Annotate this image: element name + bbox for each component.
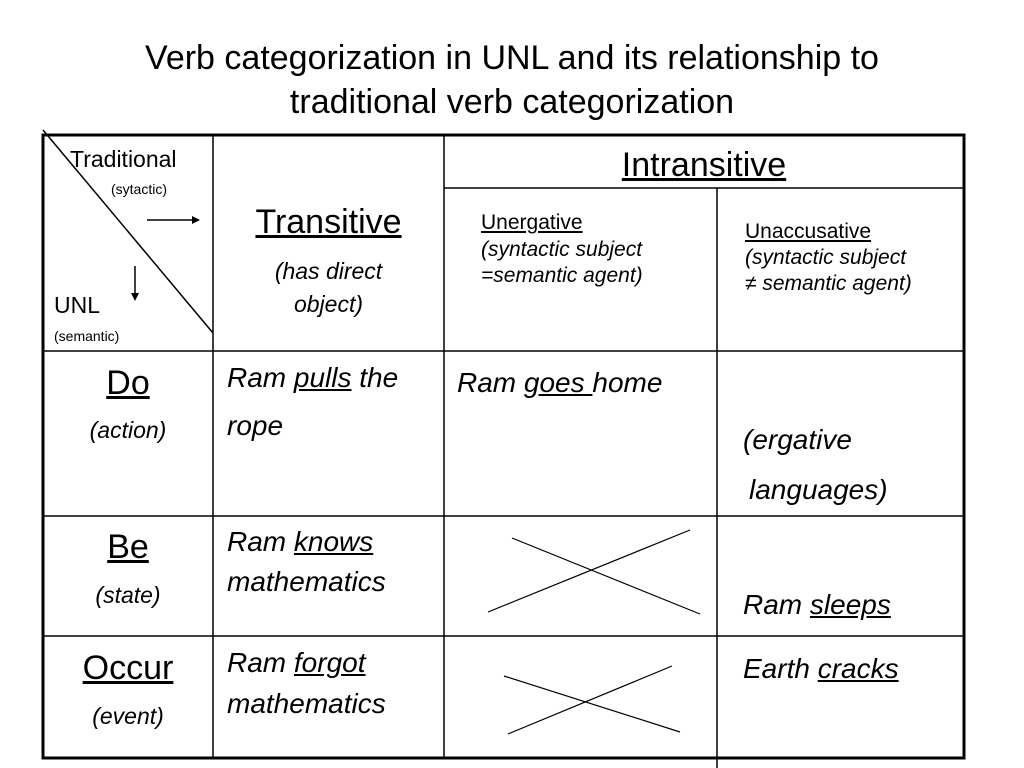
cross-mark-occur-unergative	[503, 665, 681, 735]
header-unergative-sub-2: =semantic agent)	[481, 264, 643, 287]
title-line-1: Verb categorization in UNL and its relat…	[145, 39, 879, 77]
occur-transitive-example-line2: mathematics	[227, 688, 386, 719]
do-unaccusative-note-1: (ergative	[743, 424, 852, 455]
occur-transitive-example: Ram forgot	[227, 647, 366, 678]
row-occur-name: Occur	[82, 649, 174, 687]
header-unaccusative: Unaccusative	[745, 220, 872, 243]
do-unergative-verb: goes	[523, 367, 593, 398]
do-transitive-example-line2: rope	[227, 410, 284, 441]
right-arrow-icon	[147, 216, 200, 224]
be-transitive-example: Ram knows	[227, 526, 374, 557]
be-unaccusative-example: Ram sleeps	[743, 589, 891, 620]
header-intransitive: Intransitive	[621, 146, 787, 184]
slide-title: Verb categorization in UNL and its relat…	[0, 36, 1024, 124]
do-unaccusative-note-2: languages)	[749, 474, 888, 505]
header-transitive: Transitive	[255, 203, 402, 241]
header-unergative: Unergative	[481, 211, 583, 234]
corner-unl-sub: (semantic)	[54, 328, 120, 344]
header-unergative-sub-1: (syntactic subject	[481, 238, 643, 261]
corner-diagonal	[42, 129, 214, 334]
row-do-sub: (action)	[89, 417, 167, 443]
row-do-name: Do	[106, 364, 150, 402]
title-line-2: traditional verb categorization	[289, 83, 735, 121]
do-transitive-verb: pulls	[293, 362, 352, 393]
occur-unaccusative-verb: cracks	[817, 653, 899, 684]
header-unaccusative-sub-1: (syntactic subject	[745, 246, 907, 269]
corner-traditional-label: Traditional	[70, 146, 177, 172]
be-unaccusative-verb: sleeps	[809, 589, 891, 620]
corner-unl-label: UNL	[54, 292, 101, 318]
do-unergative-example: Ram goes home	[457, 367, 663, 398]
cross-mark-be-unergative	[487, 529, 701, 615]
occur-transitive-verb: forgot	[293, 647, 366, 678]
header-unaccusative-sub-2: ≠ semantic agent)	[745, 272, 912, 295]
table-border	[41, 133, 966, 760]
header-transitive-sub-2: object)	[293, 291, 364, 317]
header-transitive-sub-1: (has direct	[274, 258, 383, 284]
occur-unaccusative-example: Earth cracks	[743, 653, 899, 684]
do-transitive-example: Ram pulls the	[227, 362, 399, 393]
corner-traditional-sub: (sytactic)	[111, 181, 167, 197]
be-transitive-verb: knows	[293, 526, 374, 557]
down-arrow-icon	[131, 266, 139, 301]
row-be-sub: (state)	[95, 582, 161, 608]
be-transitive-example-line2: mathematics	[227, 566, 386, 597]
row-occur-sub: (event)	[92, 703, 164, 729]
row-be-name: Be	[107, 528, 149, 566]
